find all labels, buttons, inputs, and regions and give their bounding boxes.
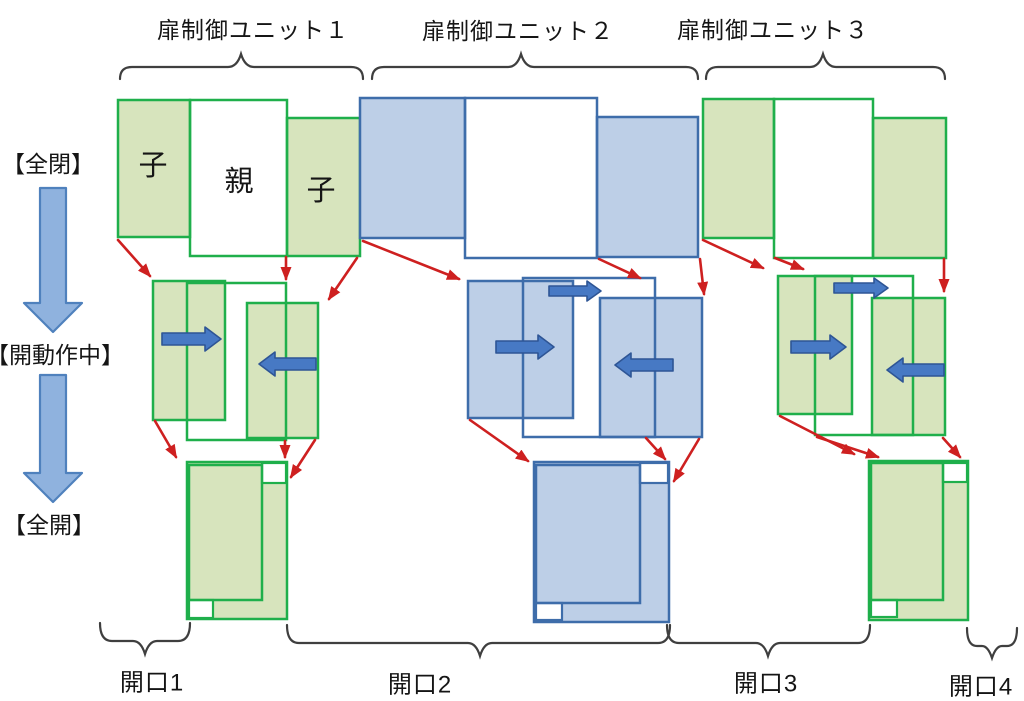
opening-label-4: 開口4 [948,673,1014,701]
unit3-parent-slide-right-arrow-icon [833,277,889,299]
unit-label-3: 扉制御ユニット３ [677,17,869,43]
unit3-opening-parent-door [813,274,915,437]
top-brace-unit1 [118,50,365,81]
transition-arrows [116,238,962,483]
transition-arrow [815,435,880,459]
unit2-closed-child-left-door [358,96,467,240]
bottom-brace-opening1 [98,621,192,658]
unit2-closed-child-right-door [595,115,700,259]
transition-arrow [644,436,667,461]
top-brace-unit2 [370,50,700,81]
transition-arrow [361,239,461,281]
unit2-open-stack-inner [534,463,642,605]
top-brace-unit3 [704,50,947,81]
transition-arrow [153,419,178,459]
row-opening [151,274,947,442]
unit1-slide-left-arrow-icon [258,351,317,377]
down-arrow-icon [22,186,84,334]
row-fully-closed [116,96,948,260]
unit1-open-door-stack [185,460,289,621]
opening-label-3: 開口3 [733,670,799,698]
door-label-child-left: 子 [138,150,168,182]
unit2-closed-parent-door [463,96,599,260]
opening-label-1: 開口1 [119,669,185,697]
transition-arrow [778,414,856,456]
unit2-open-stack-notch-top [638,461,670,485]
unit3-open-door-stack [867,459,970,622]
door-label-parent: 親 [224,166,254,198]
transition-arrow [289,438,317,479]
state-label-open: 【全開】 [3,512,95,538]
unit3-open-stack-notch-top [941,461,969,484]
unit-label-1: 扉制御ユニット１ [157,17,349,43]
unit3-slide-right-arrow-icon [790,334,847,360]
unit2-slide-left-arrow-icon [614,352,674,378]
unit1-slide-right-arrow-icon [161,326,222,352]
state-label-closed: 【全閉】 [2,151,94,177]
unit2-open-door-stack [532,460,671,624]
opening-label-2: 開口2 [387,671,453,699]
transition-arrow [773,256,805,271]
state-label-opening: 【開動作中】 [0,342,124,368]
unit1-open-stack-notch-bottom [187,598,215,620]
down-arrow-icon [22,373,84,504]
transition-arrow [597,257,642,280]
door-label-child-right: 子 [306,175,336,207]
unit3-slide-left-arrow-icon [886,357,945,383]
unit2-slide-right-arrow-icon [495,334,555,360]
transition-arrow [941,436,962,459]
row-fully-open [185,459,970,624]
bottom-brace-opening2 [285,623,672,660]
transition-arrow [697,257,709,296]
unit1-open-stack-inner [187,463,264,602]
transition-arrow [672,437,701,483]
braces [98,50,1019,662]
unit3-closed-child-right-door [871,116,948,260]
bottom-brace-opening3 [665,623,872,660]
unit1-open-stack-notch-top [260,461,288,485]
unit2-open-stack-outer [532,460,671,624]
unit1-opening-child-left-door [151,279,227,422]
unit3-closed-parent-door [772,97,875,260]
unit-label-2: 扉制御ユニット２ [422,18,614,44]
transition-arrow [116,238,152,278]
unit2-open-stack-notch-bottom [534,601,564,622]
unit1-open-stack-outer [185,460,289,621]
unit3-closed-child-left-door [701,97,776,240]
bottom-brace-opening4 [965,626,1019,662]
transition-arrow [468,418,530,463]
transition-arrow [327,256,359,301]
unit1-closed-parent-door [188,98,289,258]
unit3-open-stack-notch-bottom [869,598,899,619]
unit2-parent-slide-right-arrow-icon [548,280,602,302]
state-flow-arrows [22,186,84,504]
unit3-open-stack-inner [869,461,945,602]
unit3-open-stack-outer [867,459,970,622]
transition-arrow [701,238,765,270]
unit2-opening-parent-door [521,276,657,439]
